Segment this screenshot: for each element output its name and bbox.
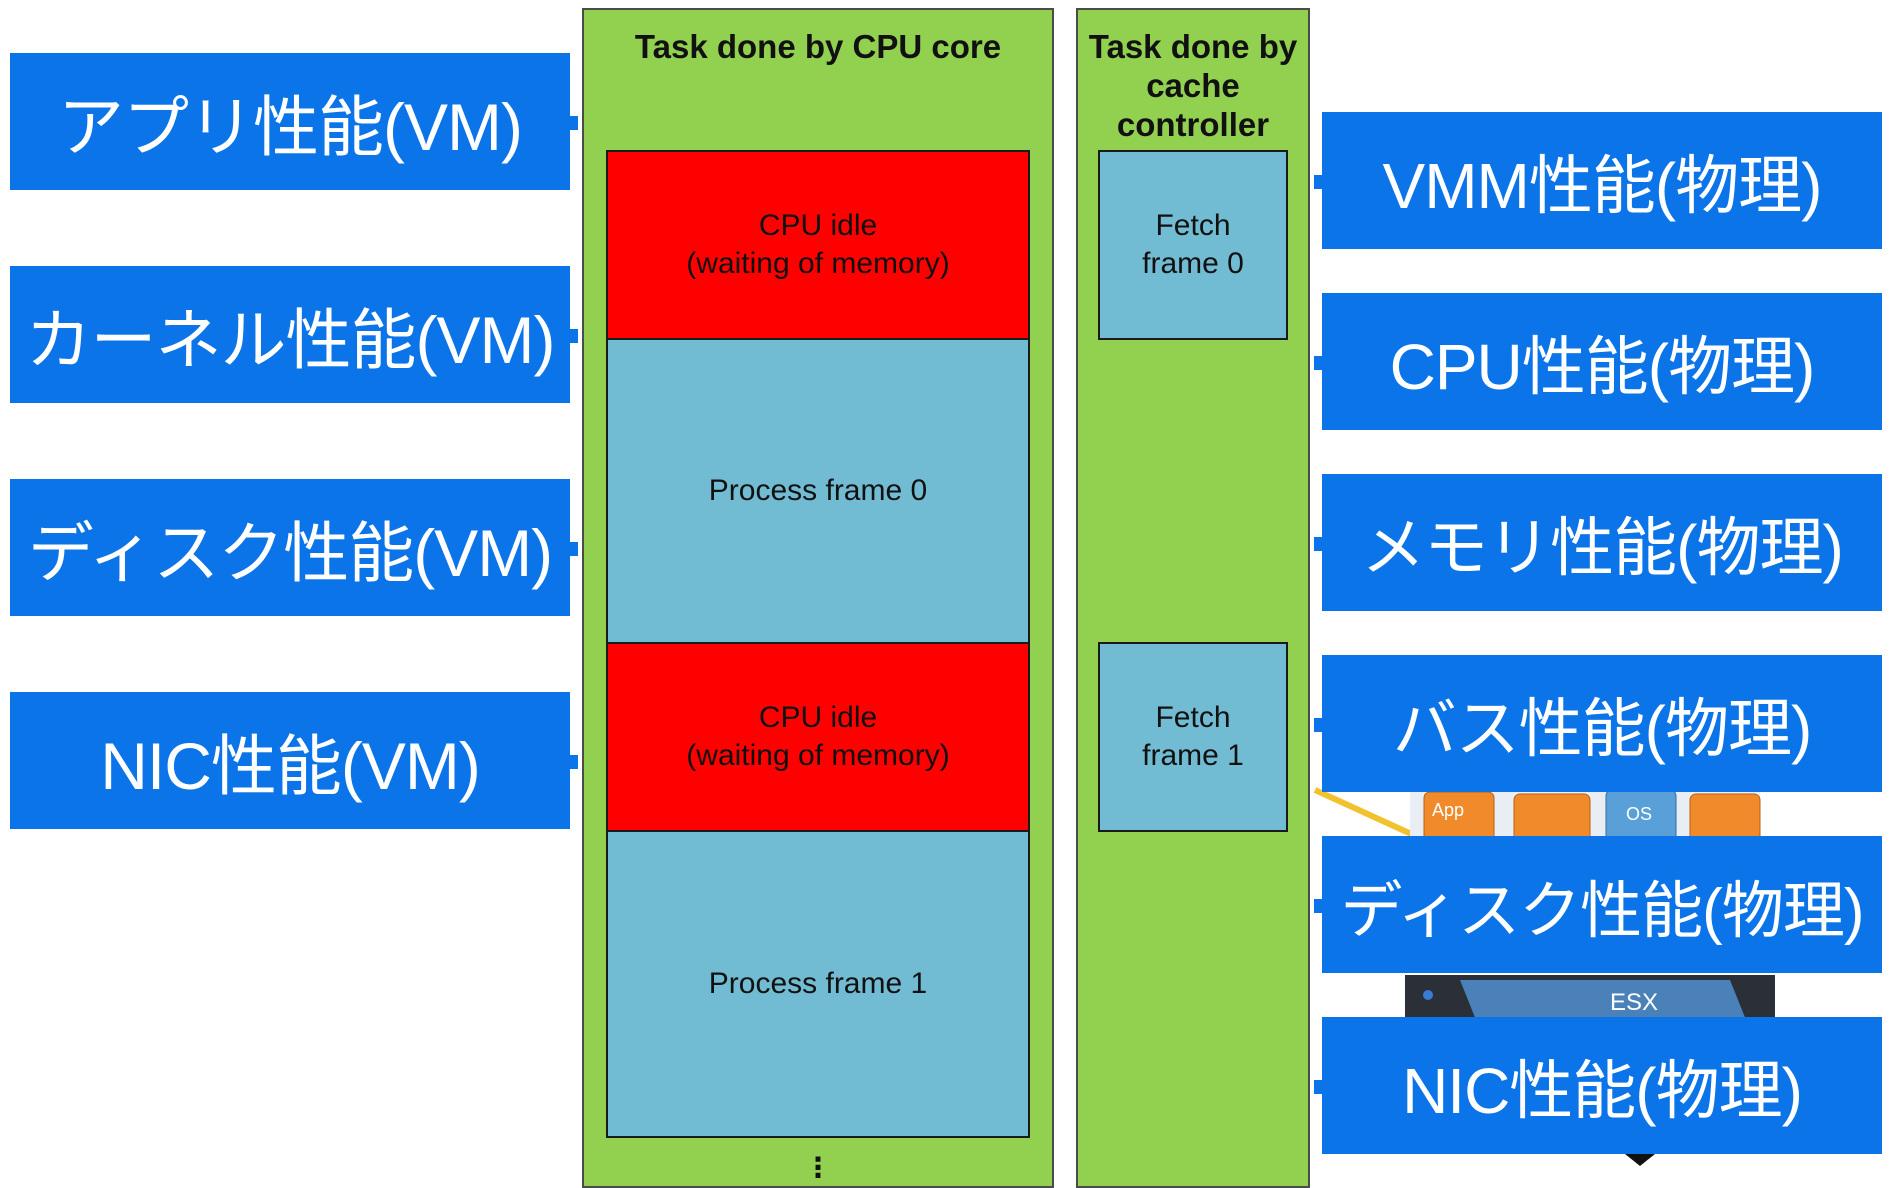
label-bus-performance-physical: バス性能(物理): [1322, 655, 1882, 792]
fetch-frame-0-block: Fetch frame 0: [1098, 150, 1288, 340]
label-vmm-performance-physical: VMM性能(物理): [1322, 112, 1882, 249]
os-tile-label: OS: [1626, 804, 1652, 824]
connector-nub: [570, 329, 578, 343]
cache-controller-panel-title: Task done by cache controller: [1088, 28, 1298, 143]
cpu-idle-block-2: CPU idle (waiting of memory): [606, 642, 1030, 832]
connector-nub: [570, 542, 578, 556]
connector-line: [1313, 787, 1422, 841]
continuation-ellipsis: ⋮: [804, 1152, 832, 1183]
label-memory-performance-physical: メモリ性能(物理): [1322, 474, 1882, 611]
label-disk-performance-physical: ディスク性能(物理): [1322, 836, 1882, 973]
app-tile-label: App: [1432, 800, 1464, 820]
connector-nub: [1314, 718, 1322, 732]
label-cpu-performance-physical: CPU性能(物理): [1322, 293, 1882, 430]
server-led: [1423, 990, 1433, 1000]
label-nic-performance-vm: NIC性能(VM): [10, 692, 570, 829]
process-frame-0-block: Process frame 0: [606, 338, 1030, 644]
label-app-performance-vm: アプリ性能(VM): [10, 53, 570, 190]
connector-nub: [1314, 356, 1322, 370]
cpu-core-panel-title: Task done by CPU core: [634, 28, 1002, 65]
label-nic-performance-physical: NIC性能(物理): [1322, 1017, 1882, 1154]
label-kernel-performance-vm: カーネル性能(VM): [10, 266, 570, 403]
label-disk-performance-vm: ディスク性能(VM): [10, 479, 570, 616]
fetch-frame-1-block: Fetch frame 1: [1098, 642, 1288, 832]
connector-nub: [1314, 899, 1322, 913]
cpu-idle-block-1: CPU idle (waiting of memory): [606, 150, 1030, 340]
connector-nub: [570, 755, 578, 769]
arrow-tip: [1620, 1150, 1660, 1166]
esx-layer-label: ESX: [1610, 989, 1658, 1016]
process-frame-1-block: Process frame 1: [606, 830, 1030, 1138]
connector-nub: [570, 116, 578, 130]
connector-nub: [1314, 1080, 1322, 1094]
connector-nub: [1314, 537, 1322, 551]
connector-nub: [1314, 175, 1322, 189]
